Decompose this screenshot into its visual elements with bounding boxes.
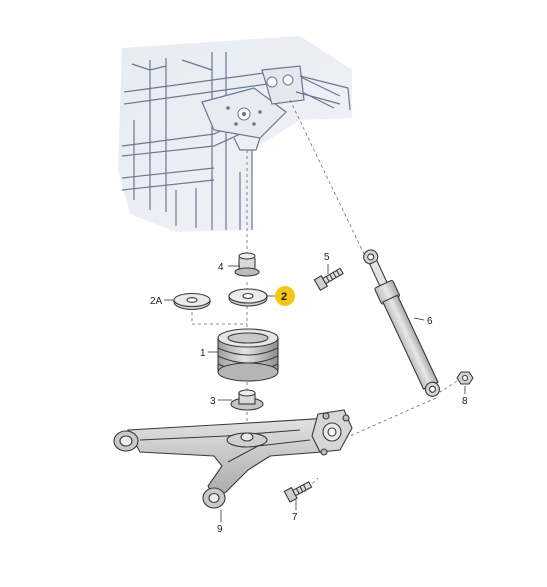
callout-8: 8 [462,396,468,407]
coil-spring-part [217,328,279,382]
callout-6: 6 [427,316,433,327]
vehicle-frame [118,36,352,232]
upper-spring-pad-part [228,288,268,307]
alt-spring-pad-part [173,292,211,311]
callout-leaders [164,264,466,522]
callout-1: 1 [200,348,206,359]
callout-4: 4 [218,262,224,273]
callout-2: 2 [281,291,287,303]
callout-labels: 4 2 2A 1 3 5 6 7 8 9 [150,252,468,535]
bump-stop-part [234,252,260,277]
highlight-marker [275,286,295,306]
assembly-guides [191,99,463,493]
lower-bolt-part [283,481,313,503]
control-arm-part [113,409,353,509]
callout-7: 7 [292,512,298,523]
callout-5: 5 [324,252,330,263]
callout-9: 9 [217,524,223,535]
callout-3: 3 [210,396,216,407]
lower-spring-seat-part [230,389,264,411]
upper-bolt-part [313,267,344,291]
callout-2a: 2A [150,296,163,307]
shock-absorber-part [363,249,440,397]
nut-part [456,371,474,385]
